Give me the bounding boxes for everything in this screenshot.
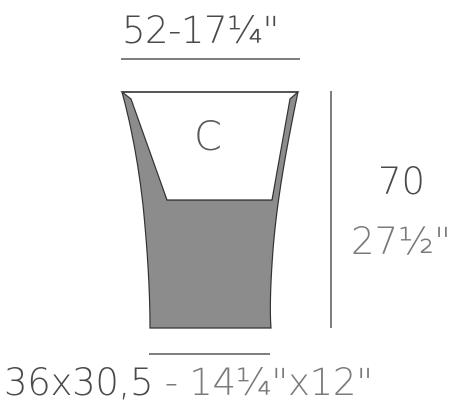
product-code-letter: C (194, 114, 222, 160)
top-width-label: 52-17¼" (122, 9, 279, 52)
pot-body (121, 91, 299, 329)
height-in-label: 27½" (351, 220, 451, 263)
base-in-label: 14¼"x12" (189, 361, 373, 404)
height-cm-label: 70 (378, 160, 426, 203)
base-cm-label: 36x30,5 (4, 361, 154, 404)
base-dimension-label: 36x30,5 - 14¼"x12" (4, 364, 373, 401)
base-separator: - (153, 361, 190, 404)
